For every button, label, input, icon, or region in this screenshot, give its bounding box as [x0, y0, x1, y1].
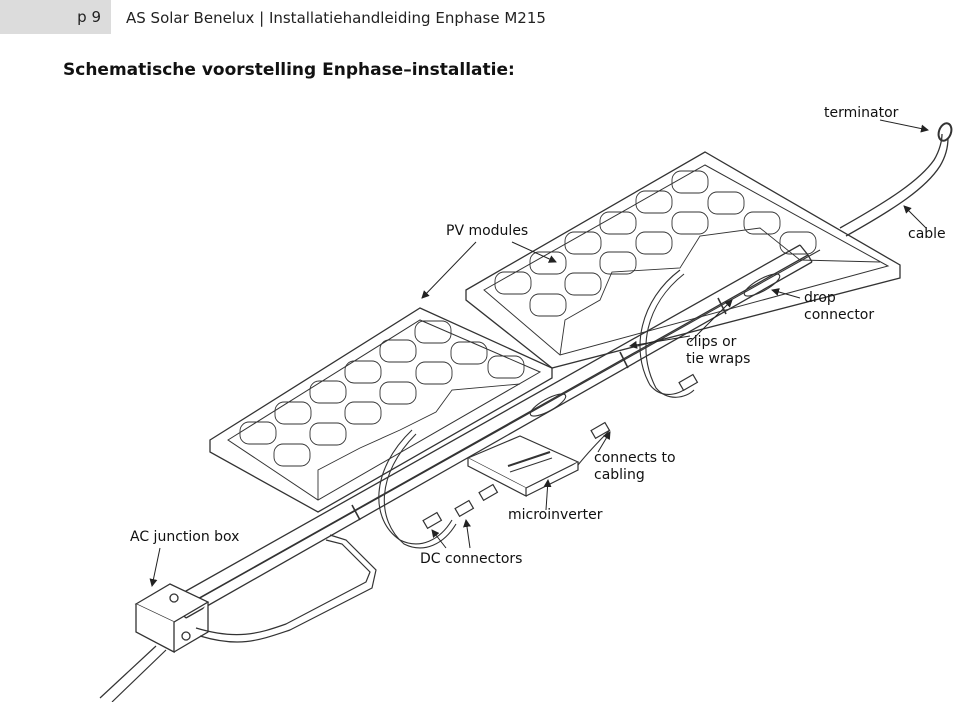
trunk-cable: [199, 249, 821, 599]
document-header-title: AS Solar Benelux | Installatiehandleidin…: [126, 9, 546, 27]
label-drop-connector-line1: drop: [804, 290, 836, 306]
label-terminator: terminator: [824, 105, 899, 121]
pv-module-right: [465, 151, 901, 369]
label-cable: cable: [908, 226, 946, 242]
page-number-tab: p 9: [0, 0, 111, 34]
leader-arrows: [149, 119, 929, 587]
ac-junction-box: [134, 583, 210, 654]
label-clips-line1: clips or: [686, 334, 737, 350]
label-dc-connectors: DC connectors: [420, 551, 522, 567]
pv-module-left: [209, 307, 553, 513]
label-microinverter: microinverter: [508, 507, 603, 523]
label-drop-connector-line2: connector: [804, 307, 874, 323]
section-title: Schematische voorstelling Enphase–instal…: [63, 60, 515, 80]
page-number: p 9: [77, 8, 101, 26]
microinverter-unit: [466, 435, 580, 497]
label-clips-line2: tie wraps: [686, 351, 750, 367]
dc-connectors: [422, 373, 699, 530]
ac-output-cables: [99, 534, 377, 702]
label-connects-line1: connects to: [594, 450, 676, 466]
label-connects-line2: cabling: [594, 467, 645, 483]
terminator-cable: [839, 122, 953, 237]
label-pv-modules: PV modules: [446, 223, 528, 239]
label-ac-junction-box: AC junction box: [130, 529, 239, 545]
